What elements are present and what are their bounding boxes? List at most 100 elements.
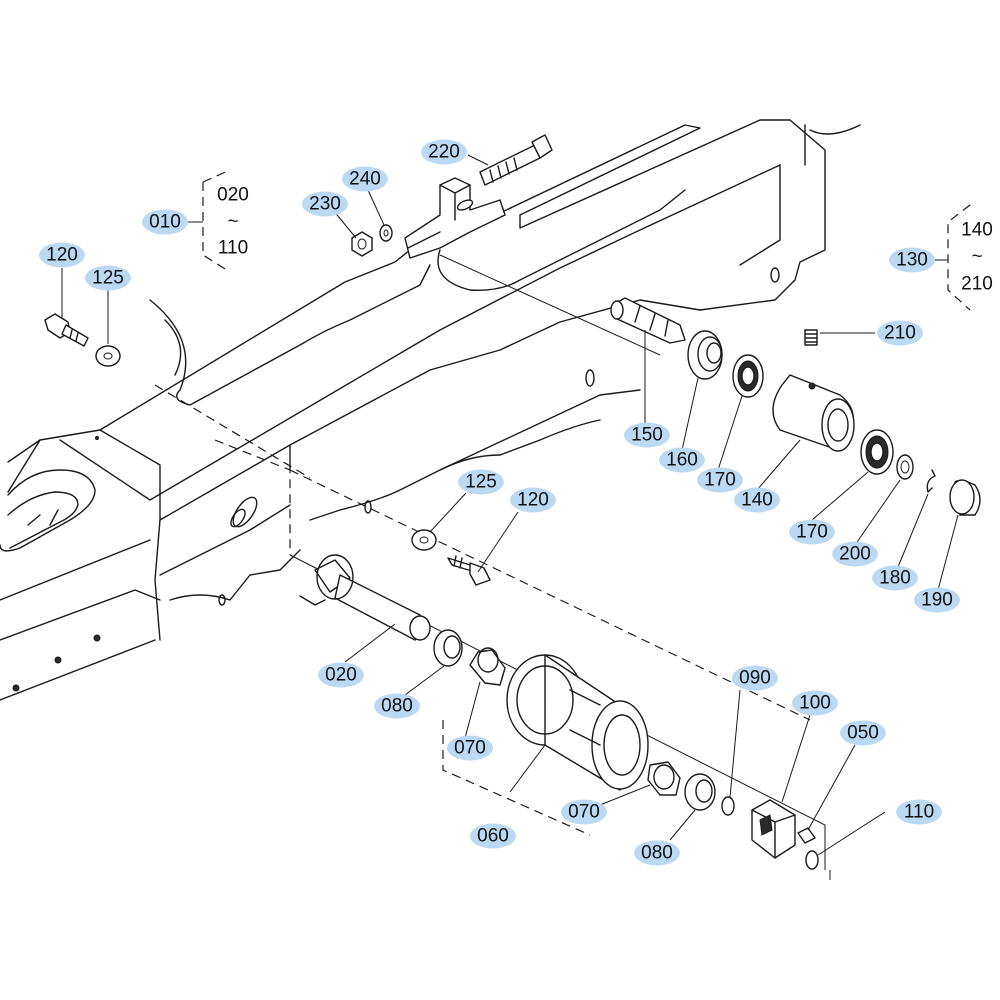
callout-bubble [421,139,467,165]
sleeve-140 [772,374,855,452]
callout-label: 060 [477,826,509,847]
callout-140: 140 [734,487,780,513]
callout-150: 150 [624,422,670,448]
callout-bubble [877,320,923,346]
callout-bubble [39,242,85,268]
bolt-120-upper [44,313,89,347]
washer-125-lower [411,529,437,551]
callout-label: 180 [879,568,911,589]
mounting-bracket [404,177,506,259]
range-right-tilde: ~ [971,247,982,268]
callout-020: 020 [318,662,364,688]
callout-bubble [732,665,778,691]
callout-label: 110 [904,802,934,823]
callout-bubble [342,166,388,192]
callout-190: 190 [914,587,960,613]
callout-label: 010 [149,212,181,233]
range-right-bottom: 210 [961,274,993,295]
shaft-020 [299,554,431,641]
callout-label: 240 [349,169,381,190]
callout-label: 220 [428,142,460,163]
callout-label: 125 [92,268,124,289]
range-left-bottom: 110 [218,238,248,259]
callout-label: 140 [741,490,773,511]
callout-bubble [832,541,878,567]
bearing-170-upper [732,354,764,398]
callout-label: 020 [325,665,357,686]
callout-bubble [872,565,918,591]
callout-100: 100 [792,690,838,716]
pin-050 [797,827,816,844]
callout-060: 060 [470,823,516,849]
callout-bubble [840,720,886,746]
callout-bubble [510,487,556,513]
leader-lines [61,154,959,856]
callout-label: 100 [799,693,831,714]
callout-090: 090 [732,665,778,691]
assembly-outline [289,254,831,880]
callout-bubble [792,690,838,716]
callout-label: 070 [454,738,486,759]
callout-210: 210 [877,320,923,346]
callout-170a: 170 [697,467,743,493]
ring-110 [805,850,819,870]
washer-240 [379,224,393,242]
callout-label: 170 [796,522,828,543]
callout-label: 190 [921,590,953,611]
track-frame [0,119,861,701]
bushing-070-right [647,761,681,796]
callout-label: 120 [517,490,549,511]
callout-label: 120 [46,245,78,266]
callout-160: 160 [659,447,705,473]
callout-240: 240 [342,166,388,192]
callout-200: 200 [832,541,878,567]
callout-bubble [318,662,364,688]
callout-050: 050 [840,720,886,746]
callout-bubble [659,447,705,473]
callout-bubble [142,209,188,235]
callout-bubble [470,823,516,849]
callout-230: 230 [302,191,348,217]
dashed-outlines [154,169,971,836]
callout-070a: 070 [447,735,493,761]
collar-100 [751,799,796,859]
callout-125b: 125 [458,469,504,495]
callout-130: 130 [889,247,935,273]
nut-230 [351,231,373,257]
callout-080b: 080 [634,840,680,866]
callout-label: 050 [847,723,879,744]
callout-label: 070 [568,802,600,823]
callout-bubble [896,799,942,825]
callout-bubble [85,265,131,291]
callout-bubble [561,799,607,825]
callout-120a: 120 [39,242,85,268]
seal-160 [687,330,723,380]
seal-080-left [433,629,463,667]
callout-label: 200 [839,544,871,565]
bearing-170-lower [860,429,894,475]
callout-bubble [697,467,743,493]
callout-label: 170 [704,470,736,491]
callout-070b: 070 [561,799,607,825]
washer-200 [896,454,914,480]
callout-label: 080 [381,696,413,717]
callout-label: 230 [309,194,341,215]
bushing-070-left [469,647,506,686]
callout-label: 150 [631,425,663,446]
o-ring-090 [721,796,735,816]
callout-label: 080 [641,843,673,864]
shaft-150 [610,297,686,344]
range-left-tilde: ~ [227,212,238,233]
washer-125-upper [95,345,121,367]
callout-bubble [889,247,935,273]
callout-bubble [458,469,504,495]
callout-bubble [914,587,960,613]
range-right-top: 140 [961,220,993,241]
callout-group: 2202402300101201251302101501601701401702… [39,139,960,866]
callout-bubble [789,519,835,545]
callout-bubble [374,693,420,719]
seal-080-right [684,773,716,811]
callout-110: 110 [896,799,942,825]
callout-label: 210 [884,323,916,344]
